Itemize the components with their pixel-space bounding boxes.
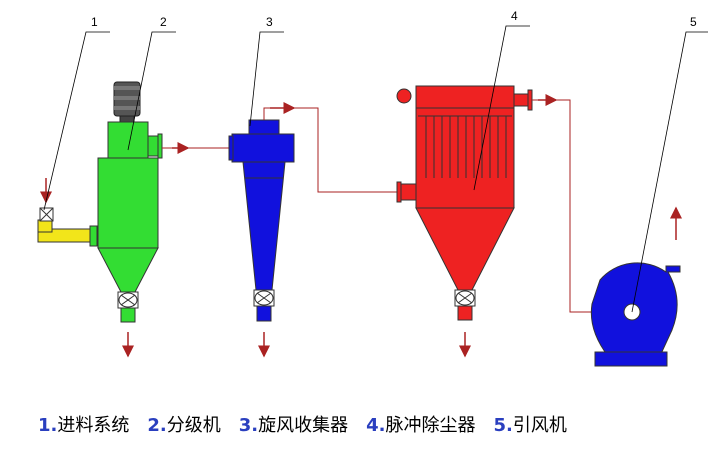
legend-item-pulse-filter: 4.脉冲除尘器 [366, 415, 476, 436]
callout-1: 1 [91, 15, 98, 29]
rotary-valve-icon [253, 289, 275, 307]
legend-item-cyclone: 3.旋风收集器 [238, 415, 349, 436]
feed-system [37, 178, 98, 247]
rotary-valve-icon [454, 289, 476, 307]
pulse-dust-collector [396, 85, 533, 358]
callouts [43, 25, 708, 313]
rotary-valve-icon [117, 291, 139, 309]
legend-item-feed-system: 1.进料系统 [38, 415, 130, 436]
rotary-valve-icon [39, 207, 54, 222]
legend-item-fan: 5.引风机 [493, 415, 567, 436]
filter-bags [418, 115, 512, 178]
pipe-cyclone-filter [263, 107, 400, 193]
cyclone-collector [228, 119, 295, 358]
callout-3: 3 [266, 15, 273, 29]
callout-5: 5 [690, 15, 697, 29]
callout-4: 4 [511, 9, 518, 23]
callout-2: 2 [160, 15, 167, 29]
classifier [97, 81, 163, 358]
motor-icon [113, 81, 141, 123]
induced-draft-fan [590, 206, 682, 367]
legend-item-classifier: 2.分级机 [147, 415, 221, 436]
legend: 1.进料系统 2.分级机 3.旋风收集器 4.脉冲除尘器 5.引风机 [38, 410, 708, 438]
